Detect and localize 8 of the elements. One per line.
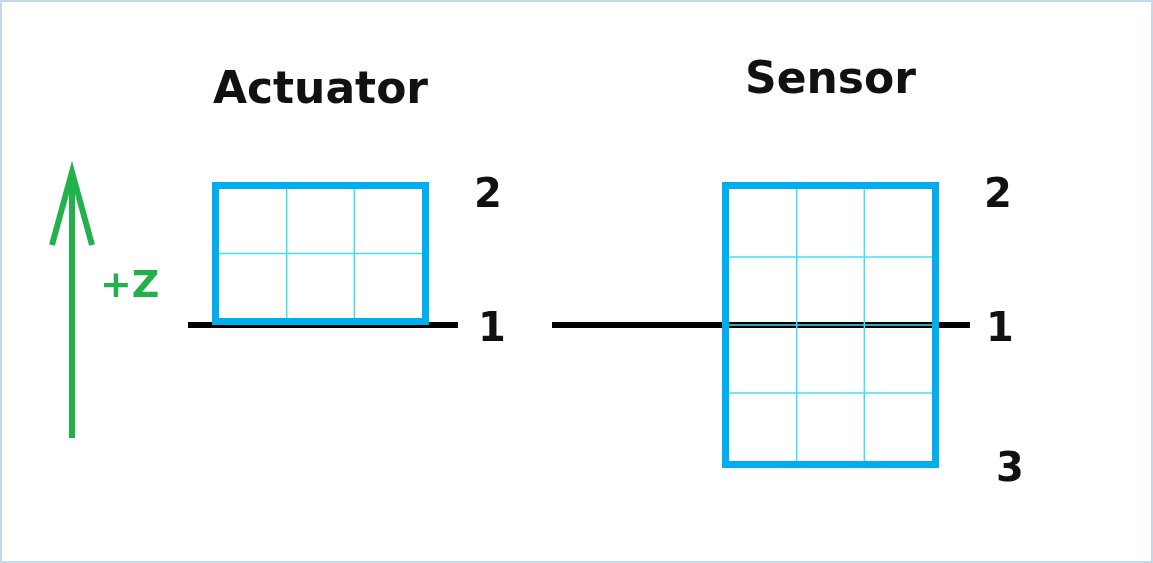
heading: Sensor: [744, 52, 917, 103]
level-number: 3: [996, 444, 1024, 490]
level-number: 2: [984, 170, 1012, 216]
level-number: 1: [986, 304, 1014, 350]
level-number: 2: [474, 170, 502, 216]
heading: Actuator: [211, 62, 430, 113]
level-number: 1: [478, 304, 506, 350]
axis-label: +Z: [100, 262, 160, 306]
